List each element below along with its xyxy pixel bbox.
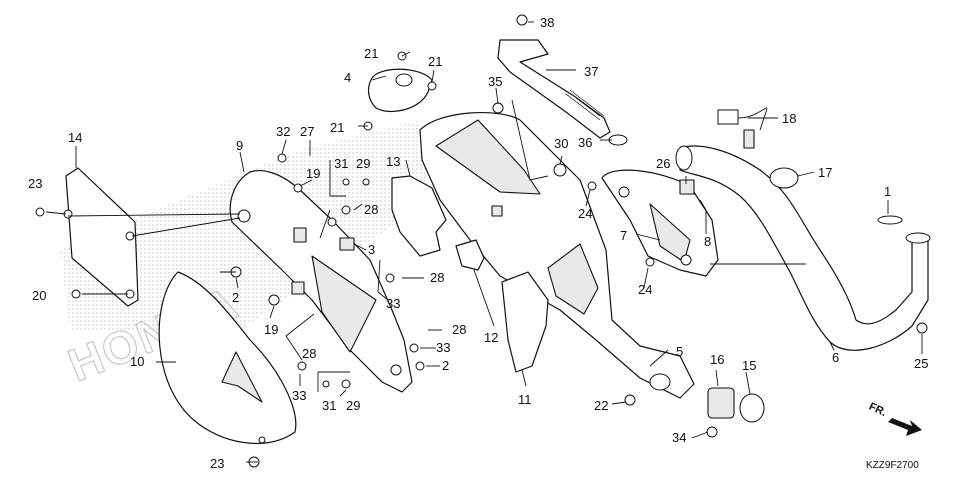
callout-8: 8 — [704, 234, 711, 249]
callout-33: 33 — [436, 340, 450, 355]
part-5-pipe-joint — [649, 373, 671, 391]
callout-21: 21 — [364, 46, 378, 61]
callout-6: 6 — [832, 350, 839, 365]
part-15-band — [739, 393, 765, 423]
diagram-code: KZZ9F2700 — [866, 460, 919, 471]
part-18-o2-sensor — [717, 107, 768, 149]
callout-labels: 1 2 2 3 4 5 6 7 8 9 10 11 12 13 14 15 16… — [28, 15, 928, 471]
callout-17: 17 — [818, 165, 832, 180]
callout-26: 26 — [656, 156, 670, 171]
callout-34: 34 — [672, 430, 686, 445]
callout-35: 35 — [488, 74, 502, 89]
callout-13: 13 — [386, 154, 400, 169]
callout-7: 7 — [620, 228, 627, 243]
callout-21: 21 — [330, 120, 344, 135]
callout-16: 16 — [710, 352, 724, 367]
part-12-muffler — [419, 112, 695, 399]
callout-2: 2 — [442, 358, 449, 373]
callout-19: 19 — [306, 166, 320, 181]
callout-25: 25 — [914, 356, 928, 371]
callout-10: 10 — [130, 354, 144, 369]
part-11-inner-shield — [501, 271, 549, 373]
callout-32: 32 — [276, 124, 290, 139]
callout-2: 2 — [232, 290, 239, 305]
callout-18: 18 — [782, 111, 796, 126]
part-13-heat-shield — [391, 175, 447, 257]
callout-12: 12 — [484, 330, 498, 345]
callout-33: 33 — [386, 296, 400, 311]
callout-28: 28 — [364, 202, 378, 217]
callout-11: 11 — [518, 392, 532, 407]
part-6-exhaust-pipe — [675, 145, 931, 351]
callout-15: 15 — [742, 358, 756, 373]
callout-30: 30 — [554, 136, 568, 151]
callout-28: 28 — [452, 322, 466, 337]
part-10-muffler-cover — [158, 271, 297, 444]
callout-31: 31 — [334, 156, 348, 171]
callout-5: 5 — [676, 344, 683, 359]
callout-22: 22 — [594, 398, 608, 413]
callout-23: 23 — [210, 456, 224, 471]
part-1-gasket — [877, 215, 903, 225]
callout-29: 29 — [356, 156, 370, 171]
callout-1: 1 — [884, 184, 891, 199]
callout-24: 24 — [638, 282, 652, 297]
callout-29: 29 — [346, 398, 360, 413]
part-37-front-pipe — [497, 39, 628, 146]
callout-36: 36 — [578, 135, 592, 150]
leader-lines — [45, 21, 923, 463]
part-17-clamp — [769, 167, 799, 189]
callout-31: 31 — [322, 398, 336, 413]
callout-4: 4 — [344, 70, 351, 85]
front-direction-arrow-icon — [888, 418, 922, 436]
callout-20: 20 — [32, 288, 46, 303]
part-9-protector — [229, 169, 413, 393]
callout-28: 28 — [302, 346, 316, 361]
front-direction-indicator: FR. — [867, 401, 922, 436]
callout-23: 23 — [28, 176, 42, 191]
callout-19: 19 — [264, 322, 278, 337]
callout-3: 3 — [368, 242, 375, 257]
part-4-end-cap — [367, 68, 433, 113]
callout-24: 24 — [578, 206, 592, 221]
callout-28: 28 — [430, 270, 444, 285]
callout-33: 33 — [292, 388, 306, 403]
front-direction-label: FR. — [867, 401, 888, 419]
part-7-bracket — [601, 169, 719, 277]
callout-38: 38 — [540, 15, 554, 30]
callout-27: 27 — [300, 124, 314, 139]
callout-9: 9 — [236, 138, 243, 153]
callout-21: 21 — [428, 54, 442, 69]
part-16-joint-collar — [707, 387, 735, 419]
callout-14: 14 — [68, 130, 82, 145]
callout-37: 37 — [584, 64, 598, 79]
